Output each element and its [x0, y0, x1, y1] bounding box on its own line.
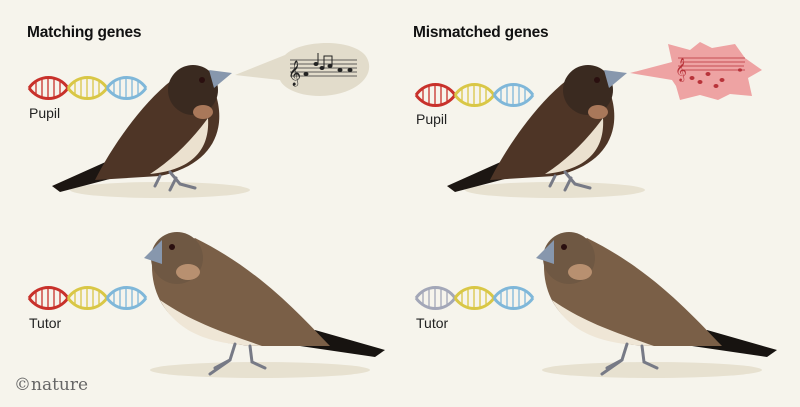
panel-title-matching: Matching genes	[27, 24, 142, 41]
panel-title-mismatched: Mismatched genes	[413, 24, 549, 41]
pupil-bird-matching	[50, 63, 252, 200]
tutor-label-matching: Tutor	[29, 315, 62, 331]
tutor-label-mismatched: Tutor	[416, 315, 449, 331]
tutor-dna-mismatched	[414, 286, 535, 310]
svg-text:𝄞: 𝄞	[288, 60, 301, 86]
tutor-dna-matching	[27, 286, 148, 310]
song-bubble-distorted: 𝄞	[630, 42, 762, 100]
svg-text:𝄞: 𝄞	[675, 57, 687, 82]
song-bubble-normal: 𝄞	[235, 42, 370, 96]
pupil-label-mismatched: Pupil	[416, 111, 448, 127]
tutor-bird-matching	[142, 230, 387, 380]
nature-credit-logo: ©nature	[14, 375, 89, 395]
tutor-bird-mismatched	[534, 230, 779, 380]
pupil-dna-matching	[27, 76, 148, 100]
pupil-label-matching: Pupil	[29, 105, 61, 121]
pupil-dna-mismatched	[414, 83, 535, 107]
